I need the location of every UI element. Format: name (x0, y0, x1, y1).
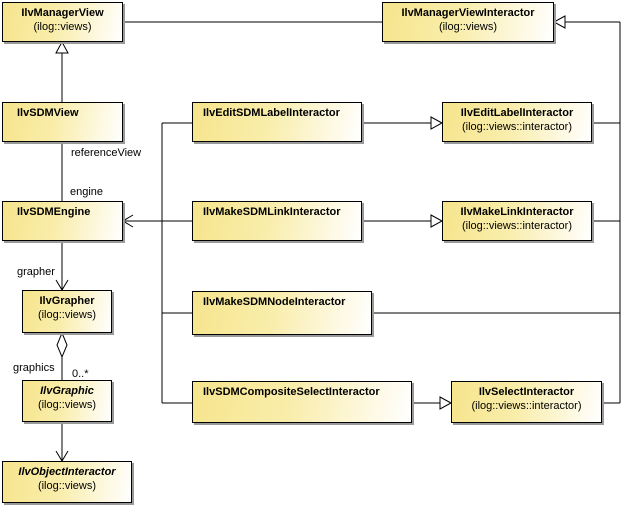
class-name: IlvGraphic (40, 385, 94, 397)
class-name: IlvSDMEngine (17, 206, 91, 218)
class-name: IlvMakeLinkInteractor (460, 206, 574, 218)
class-ilv-sdm-composite-select-interactor[interactable]: IlvSDMCompositeSelectInteractor (192, 381, 412, 423)
class-name: IlvMakeSDMNodeInteractor (203, 296, 346, 308)
class-name: IlvObjectInteractor (18, 466, 116, 478)
inheritance-arrow-makelink (430, 214, 444, 228)
class-package: (ilog::views) (37, 480, 97, 492)
class-ilv-grapher[interactable]: IlvGrapher (ilog::views) (22, 290, 112, 333)
inheritance-arrow-managerview (55, 40, 69, 54)
role-label-reference-view: referenceView (71, 147, 142, 159)
class-ilv-graphic[interactable]: IlvGraphic (ilog::views) (22, 380, 112, 422)
class-name: IlvSelectInteractor (478, 386, 575, 398)
class-package: (ilog::views) (37, 399, 97, 411)
class-name: IlvSDMCompositeSelectInteractor (203, 386, 380, 398)
class-ilv-edit-sdm-label-interactor[interactable]: IlvEditSDMLabelInteractor (192, 102, 362, 142)
class-ilv-sdm-engine[interactable]: IlvSDMEngine (2, 201, 123, 241)
class-ilv-edit-label-interactor[interactable]: IlvEditLabelInteractor (ilog::views::int… (442, 102, 592, 142)
class-ilv-manager-view-interactor[interactable]: IlvManagerViewInteractor (ilog::views) (382, 2, 554, 42)
class-package: (ilog::views) (33, 21, 92, 33)
class-ilv-select-interactor[interactable]: IlvSelectInteractor (ilog::views::intera… (451, 381, 602, 423)
class-name: IlvManagerView (21, 7, 104, 19)
multiplicity-label: 0..* (72, 368, 89, 380)
aggregation-diamond-grapher (56, 331, 68, 359)
class-ilv-sdm-view[interactable]: IlvSDMView (2, 102, 123, 142)
class-ilv-make-link-interactor[interactable]: IlvMakeLinkInteractor (ilog::views::inte… (442, 201, 592, 241)
class-name: IlvManagerViewInteractor (401, 7, 535, 19)
class-ilv-manager-view[interactable]: IlvManagerView (ilog::views) (2, 2, 123, 42)
class-name: IlvEditSDMLabelInteractor (203, 107, 340, 119)
inheritance-arrow-editlabel (430, 116, 444, 130)
class-package: (ilog::views::interactor) (461, 121, 573, 133)
nav-arrow-sdmengine (122, 214, 134, 228)
class-package: (ilog::views::interactor) (461, 220, 573, 232)
class-package: (ilog::views::interactor) (471, 400, 582, 412)
inheritance-arrow-select (439, 396, 453, 410)
class-name: IlvSDMView (17, 107, 79, 119)
class-name: IlvEditLabelInteractor (460, 107, 574, 119)
class-ilv-make-sdm-node-interactor[interactable]: IlvMakeSDMNodeInteractor (192, 291, 372, 335)
class-ilv-make-sdm-link-interactor[interactable]: IlvMakeSDMLinkInteractor (192, 201, 362, 241)
role-label-graphics: graphics (13, 362, 55, 374)
inheritance-arrow-managerviewinteractor (552, 15, 566, 29)
class-name: IlvMakeSDMLinkInteractor (203, 206, 341, 218)
class-ilv-object-interactor[interactable]: IlvObjectInteractor (ilog::views) (2, 461, 132, 503)
class-package: (ilog::views) (438, 21, 498, 33)
role-label-grapher: grapher (17, 266, 55, 278)
role-label-engine: engine (70, 186, 104, 198)
class-name: IlvGrapher (39, 295, 95, 307)
class-package: (ilog::views) (37, 309, 97, 321)
